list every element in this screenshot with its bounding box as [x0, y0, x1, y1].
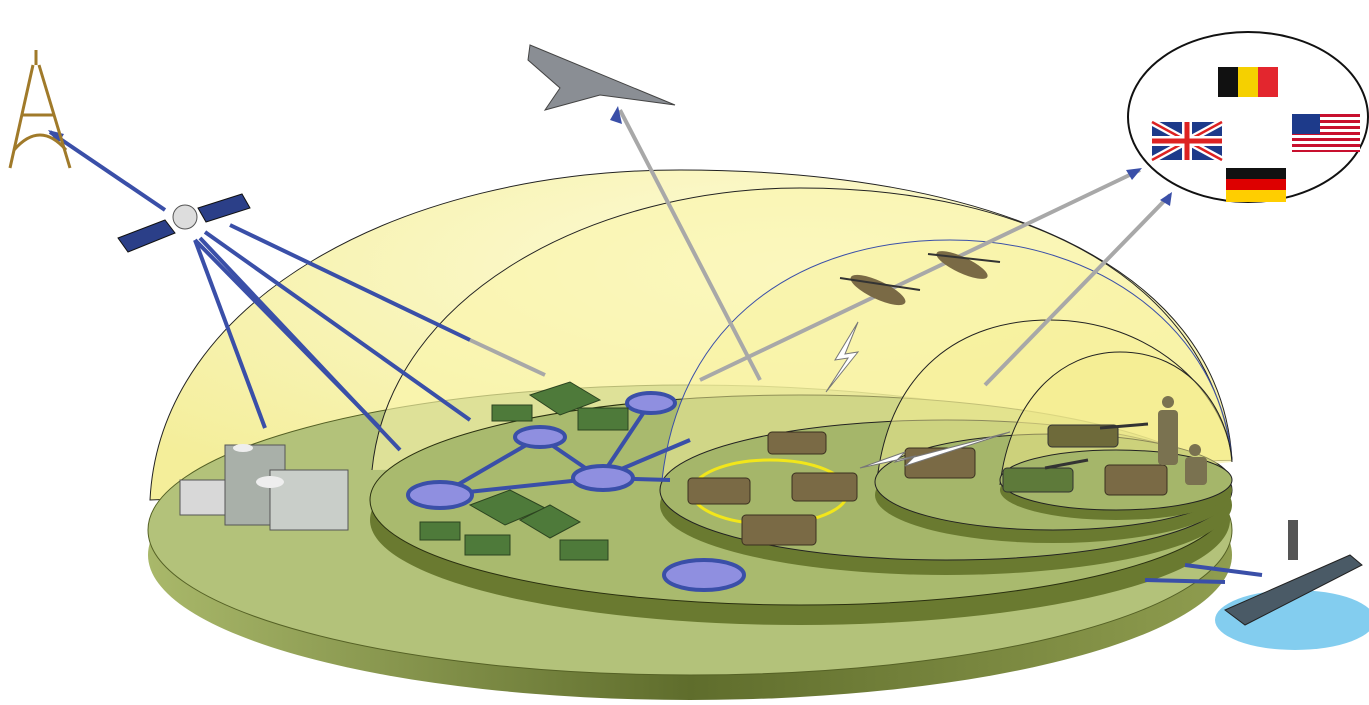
- network-node: [662, 558, 746, 592]
- eiffel-tower-icon: [8, 50, 72, 169]
- carrier-links: [1144, 563, 1263, 584]
- network-node: [571, 464, 635, 492]
- fighter-jet-icon: [527, 44, 676, 111]
- network-nodes: [406, 391, 746, 592]
- flag-united-kingdom: [1150, 118, 1224, 164]
- allied-flags-icon: [1127, 31, 1369, 203]
- grey-links: [469, 109, 1172, 387]
- satellite-links: [48, 130, 472, 452]
- network-node: [513, 425, 567, 449]
- military-truck-icon: [419, 381, 629, 561]
- flag-germany: [1226, 168, 1286, 202]
- tank-icon: [1002, 422, 1149, 493]
- network-node: [406, 480, 474, 510]
- helicopter-icon: [839, 251, 1001, 306]
- flag-united-states: [1292, 114, 1360, 152]
- flag-belgium: [1218, 67, 1278, 97]
- soldier-icon: [1158, 396, 1207, 485]
- command-building-icon: [179, 444, 349, 531]
- satellite-icon: [117, 193, 251, 253]
- network-node: [625, 391, 677, 415]
- lightning-icon: [825, 321, 1011, 469]
- aircraft-carrier-icon: [1215, 520, 1369, 650]
